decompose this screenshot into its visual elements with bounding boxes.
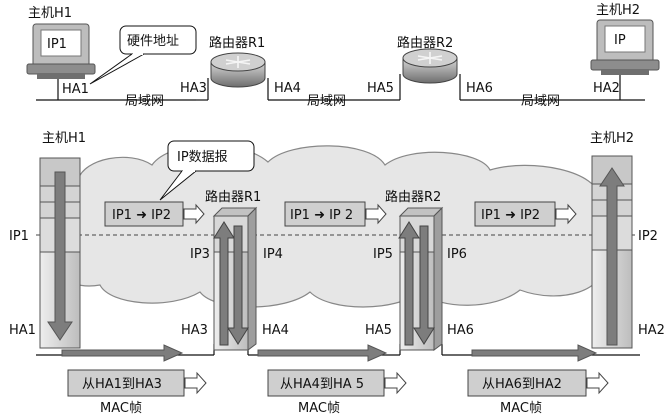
router-r1-up-arrow-icon	[213, 221, 235, 346]
router-r1-ip3-label: IP3	[190, 247, 210, 262]
mac-frame-2-text: 从HA4到HA 5	[280, 377, 364, 392]
host-h1-label: 主机H1	[28, 6, 72, 21]
router-r2-down-arrow-icon	[413, 225, 435, 345]
router-r1-down-arrow-icon	[227, 225, 249, 345]
router-r2-ha6-label: HA6	[466, 81, 493, 96]
ip-packet-1-arrow-icon	[183, 203, 205, 225]
host-h1-ha-label: HA1	[62, 82, 89, 97]
host-h2-ha-label: HA2	[593, 81, 620, 96]
ip-packet-3-arrow-icon	[555, 203, 577, 225]
ip-packet-3-text: IP1 ➜ IP2	[481, 208, 540, 223]
host-h2-ha-layer-label: HA2	[638, 323, 665, 338]
hardware-address-callout-text: 硬件地址	[127, 34, 179, 49]
router-r2-ha5-label-bottom: HA5	[365, 323, 392, 338]
ip-packet-1-text: IP1 ➜ IP2	[112, 208, 171, 223]
router-r2-top-label: 路由器R2	[397, 35, 453, 51]
router-r1-stack-label: 路由器R1	[205, 189, 261, 205]
router-r2-ip6-label: IP6	[447, 247, 467, 262]
router-r1-top-label: 路由器R1	[209, 35, 265, 51]
ip-packet-2	[284, 201, 387, 227]
host-h2-ip-label: IP	[614, 33, 626, 48]
mac-frame-1-arrow-icon	[184, 371, 207, 395]
host-h1-ip-layer-label: IP1	[9, 229, 29, 244]
mac-frame-2-label: MAC帧	[298, 401, 340, 416]
router-r2-up-arrow-icon	[398, 221, 420, 346]
host-h1-ha-layer-label: HA1	[9, 323, 36, 338]
ip-packet-2-text: IP1 ➜ IP 2	[290, 208, 353, 223]
router-r2-stack-label: 路由器R2	[385, 189, 441, 205]
hardware-address-callout	[89, 25, 197, 85]
host-h2-computer-icon	[590, 19, 660, 75]
router-r1-ip4-label: IP4	[263, 247, 283, 262]
router-r2-ha6-label-bottom: HA6	[447, 323, 474, 338]
router-r1-icon	[210, 52, 266, 88]
host-h1-down-arrow-icon	[47, 171, 73, 341]
mac-frame-3-text: 从HA6到HA2	[482, 377, 562, 392]
router-r1-ha3-label: HA3	[180, 81, 207, 96]
mac-frame-3	[467, 369, 609, 397]
router-r1-ha3-label-bottom: HA3	[181, 323, 208, 338]
host-h2-label: 主机H2	[596, 3, 640, 18]
frame-flow-arrow-3-icon	[471, 344, 598, 362]
mac-frame-1	[67, 369, 207, 397]
lan-3-label: 局域网	[125, 94, 164, 109]
ip-packet-1	[104, 201, 205, 227]
host-h2-up-arrow-icon	[599, 167, 625, 346]
ip-datagram-callout-text: IP数据报	[177, 150, 228, 165]
router-r1-ha4-label-bottom: HA4	[262, 323, 289, 338]
mac-frame-1-label: MAC帧	[100, 401, 142, 416]
host-h1-computer-icon	[26, 23, 96, 79]
mac-frame-1-text: 从HA1到HA3	[82, 377, 162, 392]
host-h2-stack-label: 主机H2	[590, 131, 634, 146]
host-h1-stack-label: 主机H1	[42, 131, 86, 146]
mac-frame-2	[267, 369, 407, 397]
host-h2-ip-layer-label: IP2	[638, 229, 658, 244]
frame-flow-arrow-1-icon	[61, 344, 184, 362]
router-r2-ip5-label: IP5	[373, 247, 393, 262]
mac-frame-2-arrow-icon	[384, 371, 407, 395]
ip-packet-3	[474, 201, 577, 227]
mac-frame-3-arrow-icon	[586, 371, 609, 395]
frame-flow-arrow-2-icon	[257, 344, 388, 362]
router-r2-icon	[402, 48, 458, 84]
ip-datagram-callout	[159, 140, 255, 201]
lan-2-label: 局域网	[521, 94, 560, 109]
mac-frame-3-label: MAC帧	[500, 401, 542, 416]
lan-1-label: 局域网	[307, 94, 346, 109]
router-r1-ha4-label: HA4	[274, 81, 301, 96]
router-r2-ha5-label: HA5	[367, 81, 394, 96]
ip-packet-2-arrow-icon	[365, 203, 387, 225]
host-h1-ip-label: IP1	[47, 37, 67, 52]
